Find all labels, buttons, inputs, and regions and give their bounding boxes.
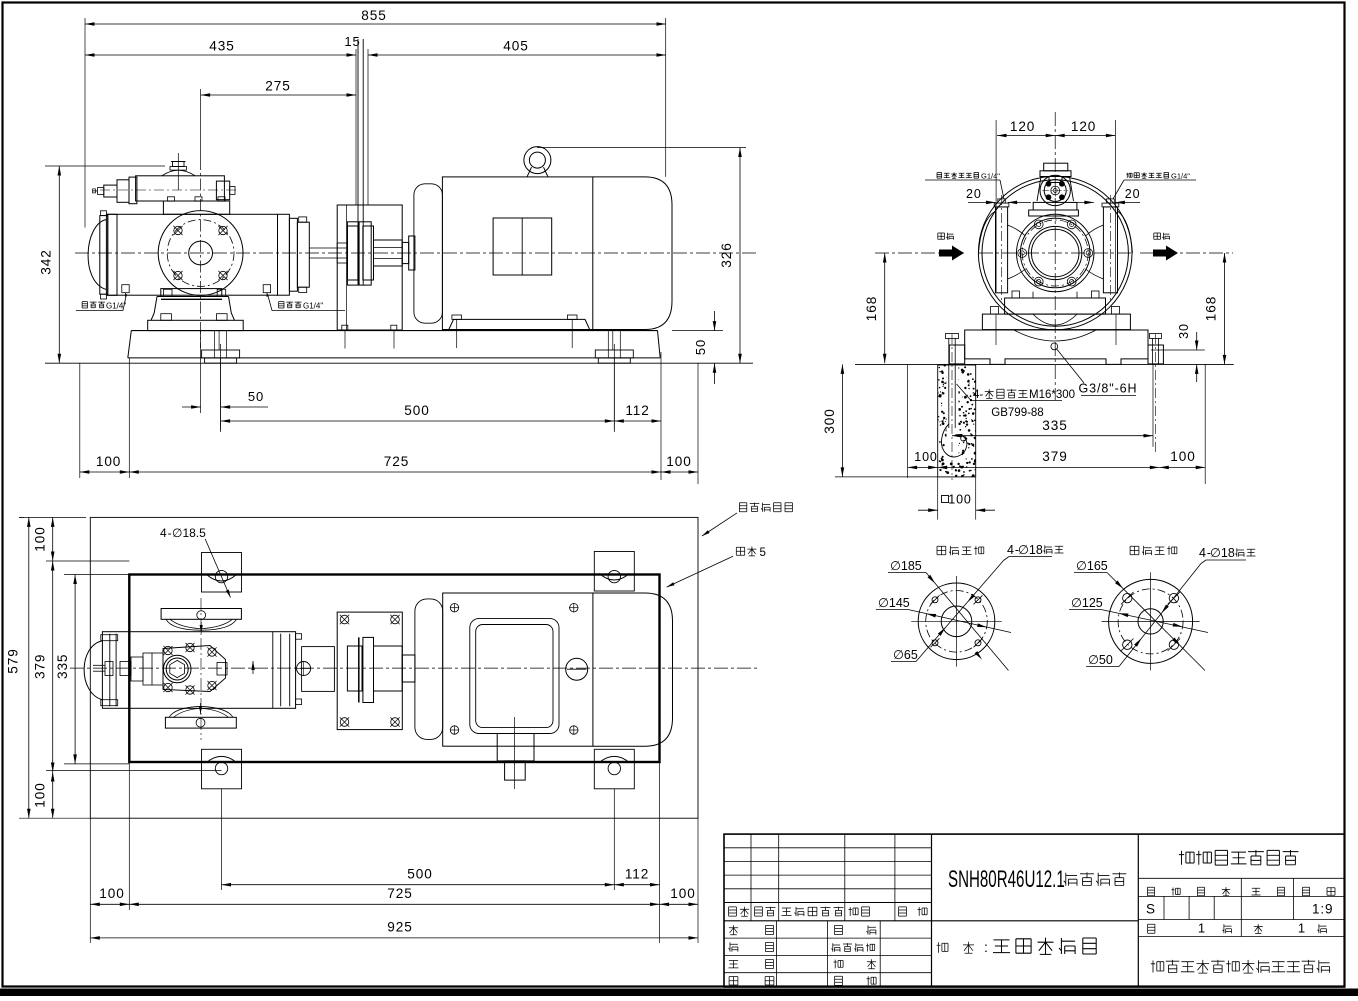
svg-text:379: 379 [32, 654, 47, 679]
svg-text:100: 100 [666, 454, 691, 469]
svg-text:5: 5 [760, 547, 766, 559]
svg-text:100: 100 [32, 526, 47, 551]
svg-text:∅18: ∅18 [1210, 546, 1235, 560]
svg-text:GB799-88: GB799-88 [991, 407, 1043, 419]
svg-text:500: 500 [407, 867, 432, 882]
svg-text:20: 20 [1125, 187, 1141, 201]
svg-text:335: 335 [1042, 418, 1067, 433]
svg-text:112: 112 [625, 403, 649, 418]
svg-text:100: 100 [914, 450, 938, 464]
svg-text::: : [984, 939, 989, 955]
svg-text:500: 500 [404, 403, 429, 418]
svg-text:M16*300: M16*300 [1029, 389, 1075, 401]
svg-text:405: 405 [503, 39, 528, 54]
svg-text:15: 15 [344, 34, 360, 49]
svg-text:100: 100 [32, 782, 47, 807]
svg-text:1: 1 [1198, 921, 1206, 936]
svg-text:379: 379 [1042, 449, 1067, 464]
svg-text:300: 300 [822, 408, 837, 433]
svg-text:120: 120 [1010, 119, 1035, 134]
svg-text:335: 335 [55, 654, 70, 679]
svg-text:435: 435 [209, 39, 234, 54]
svg-text:1:9: 1:9 [1312, 902, 1333, 917]
svg-text:4-: 4- [1007, 543, 1020, 557]
svg-text:20: 20 [966, 187, 982, 201]
svg-text:4-: 4- [160, 526, 172, 540]
svg-text:100: 100 [948, 493, 972, 507]
svg-text:4-: 4- [973, 389, 983, 401]
svg-text:G3/8"-6H: G3/8"-6H [1079, 382, 1138, 396]
svg-text:S: S [1146, 902, 1156, 917]
svg-text:1: 1 [1298, 921, 1306, 936]
svg-text:725: 725 [387, 886, 412, 901]
svg-text:G1/4": G1/4" [981, 172, 1000, 181]
svg-text:342: 342 [39, 249, 54, 274]
svg-text:∅165: ∅165 [1076, 559, 1108, 573]
svg-text:∅185: ∅185 [890, 559, 922, 573]
svg-text:100: 100 [670, 886, 695, 901]
svg-text:725: 725 [384, 454, 409, 469]
svg-text:168: 168 [1204, 296, 1219, 321]
svg-text:112: 112 [625, 867, 649, 882]
svg-text:855: 855 [361, 8, 386, 23]
svg-text:168: 168 [864, 296, 879, 321]
svg-text:∅65: ∅65 [893, 648, 918, 662]
svg-text:G1/4": G1/4" [303, 302, 323, 311]
svg-text:100: 100 [99, 886, 124, 901]
svg-text:326: 326 [719, 242, 734, 267]
svg-text:4-: 4- [1199, 546, 1212, 560]
svg-text:579: 579 [6, 648, 21, 673]
svg-text:925: 925 [387, 920, 412, 935]
svg-text:120: 120 [1071, 119, 1096, 134]
svg-text:SNH80R46U12.1: SNH80R46U12.1 [948, 867, 1065, 893]
svg-text:∅145: ∅145 [878, 596, 910, 610]
svg-text:G1/4": G1/4" [1171, 172, 1190, 181]
svg-text:∅18: ∅18 [1018, 543, 1043, 557]
svg-text:30: 30 [1177, 323, 1191, 339]
svg-text:∅18.5: ∅18.5 [172, 526, 206, 540]
svg-text:100: 100 [96, 454, 121, 469]
svg-text:∅50: ∅50 [1088, 653, 1113, 667]
svg-text:275: 275 [265, 79, 290, 94]
svg-text:G1/4": G1/4" [106, 302, 126, 311]
svg-text:50: 50 [248, 389, 264, 404]
svg-text:∅125: ∅125 [1071, 596, 1103, 610]
svg-text:100: 100 [1170, 449, 1195, 464]
svg-text:50: 50 [693, 339, 708, 355]
